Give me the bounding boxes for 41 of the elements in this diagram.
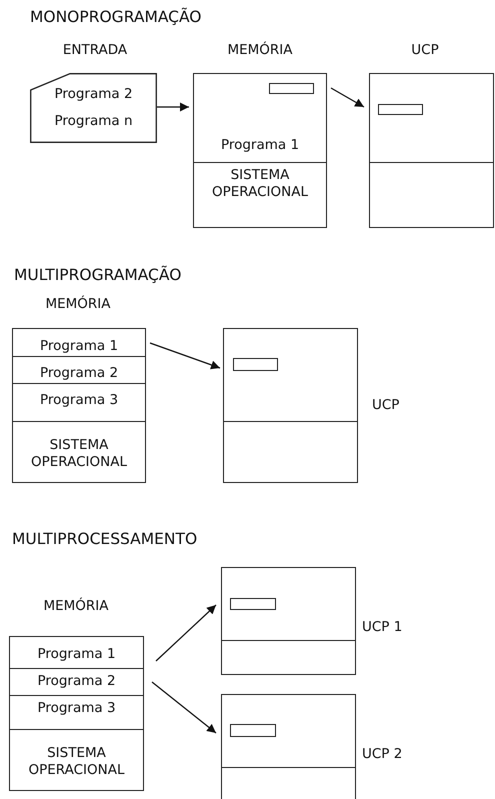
- register-box: [233, 358, 278, 371]
- program-label: Programa 3: [37, 700, 116, 717]
- section-heading: MULTIPROCESSAMENTO: [12, 530, 198, 548]
- register-box: [269, 83, 314, 94]
- arrow: [156, 604, 216, 662]
- processor-box: [223, 328, 358, 483]
- program-label: Programa 2: [40, 365, 118, 382]
- component-caption: MEMÓRIA: [45, 296, 111, 312]
- section-label: SISTEMA OPERACIONAL: [30, 437, 128, 471]
- component-caption: UCP: [411, 42, 439, 58]
- register-box: [378, 104, 423, 115]
- processor-box: [221, 694, 356, 799]
- component-caption: MEMÓRIA: [227, 42, 293, 58]
- program-label: Programa n: [54, 113, 133, 130]
- input-card: [30, 73, 157, 143]
- arrow: [330, 87, 364, 108]
- register-box: [230, 724, 276, 737]
- program-label: Programa 2: [54, 86, 133, 103]
- section-heading: MONOPROGRAMAÇÃO: [30, 8, 202, 26]
- memory-box: [12, 328, 146, 483]
- section-label: SISTEMA OPERACIONAL: [27, 745, 126, 779]
- section-label: SISTEMA OPERACIONAL: [210, 167, 310, 201]
- memory-box: [193, 73, 327, 228]
- section-heading: MULTIPROGRAMAÇÃO: [14, 266, 182, 284]
- component-caption: ENTRADA: [62, 42, 128, 58]
- arrow: [157, 102, 189, 112]
- program-label: Programa 1: [220, 137, 300, 154]
- component-caption: UCP 2: [362, 746, 402, 762]
- processor-box: [369, 73, 494, 228]
- component-caption: UCP 1: [362, 619, 402, 635]
- arrow: [150, 342, 220, 370]
- program-label: Programa 2: [37, 673, 116, 690]
- component-caption: UCP: [372, 397, 400, 413]
- program-label: Programa 1: [40, 338, 118, 355]
- program-label: Programa 1: [37, 646, 116, 663]
- arrow: [152, 682, 216, 734]
- program-label: Programa 3: [40, 392, 118, 409]
- component-caption: MEMÓRIA: [43, 598, 109, 614]
- processor-box: [221, 567, 356, 675]
- memory-box: [9, 636, 144, 791]
- register-box: [230, 598, 276, 610]
